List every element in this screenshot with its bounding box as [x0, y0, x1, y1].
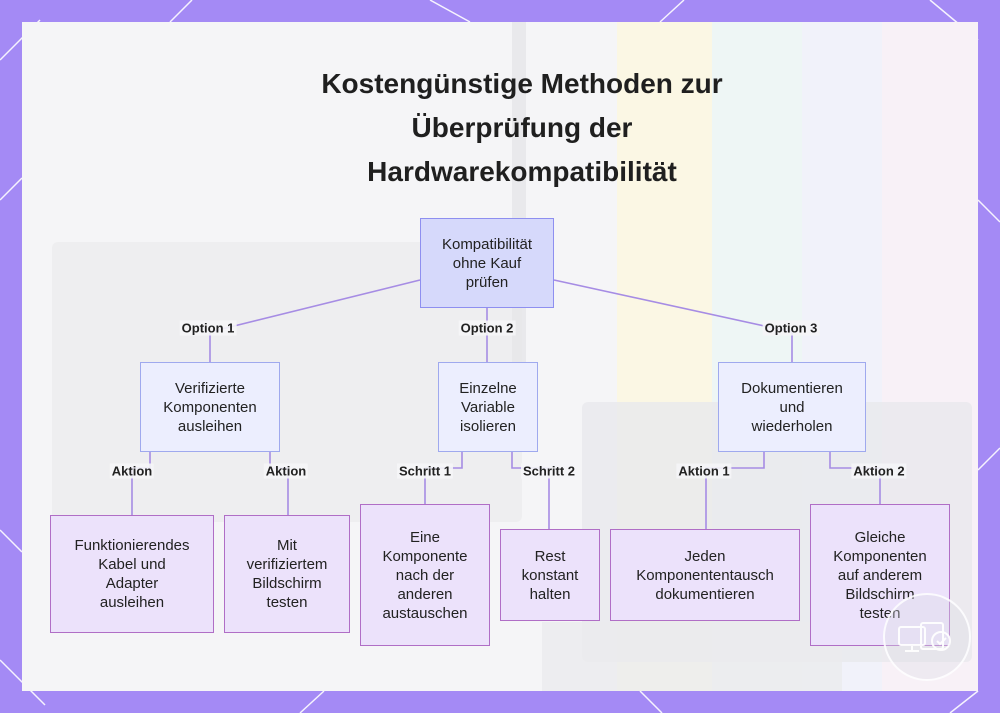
edge-label-aktion-b: Aktion [264, 464, 308, 479]
flowchart: Kompatibilität ohne Kauf prüfen Verifizi… [22, 22, 978, 691]
node-leaf-constant: Rest konstant halten [500, 529, 600, 621]
edge-label-option-1: Option 1 [180, 321, 237, 336]
edge-label-schritt-2: Schritt 2 [521, 464, 577, 479]
edge-label-option-2: Option 2 [459, 321, 516, 336]
node-root: Kompatibilität ohne Kauf prüfen [420, 218, 554, 308]
edge-opt1-leaf1 [132, 452, 150, 515]
edge-label-aktion-a: Aktion [110, 464, 154, 479]
node-leaf-monitor: Mit verifiziertem Bildschirm testen [224, 515, 350, 633]
node-leaf-document: Jeden Komponententausch dokumentieren [610, 529, 800, 621]
logo-graphic [885, 595, 969, 679]
edge-root-opt3 [554, 280, 792, 362]
node-leaf-swap: Eine Komponente nach der anderen austaus… [360, 504, 490, 646]
content-panel: Kostengünstige Methoden zur Überprüfung … [22, 22, 978, 691]
computer-check-icon [883, 593, 971, 681]
edge-label-aktion-2: Aktion 2 [851, 464, 906, 479]
edge-label-option-3: Option 3 [763, 321, 820, 336]
edge-label-aktion-1: Aktion 1 [676, 464, 731, 479]
node-leaf-cable: Funktionierendes Kabel und Adapter ausle… [50, 515, 214, 633]
node-option-1: Verifizierte Komponenten ausleihen [140, 362, 280, 452]
edge-root-opt1 [210, 280, 420, 362]
node-option-2: Einzelne Variable isolieren [438, 362, 538, 452]
edge-label-schritt-1: Schritt 1 [397, 464, 453, 479]
node-option-3: Dokumentieren und wiederholen [718, 362, 866, 452]
edge-opt1-leaf2 [270, 452, 288, 515]
